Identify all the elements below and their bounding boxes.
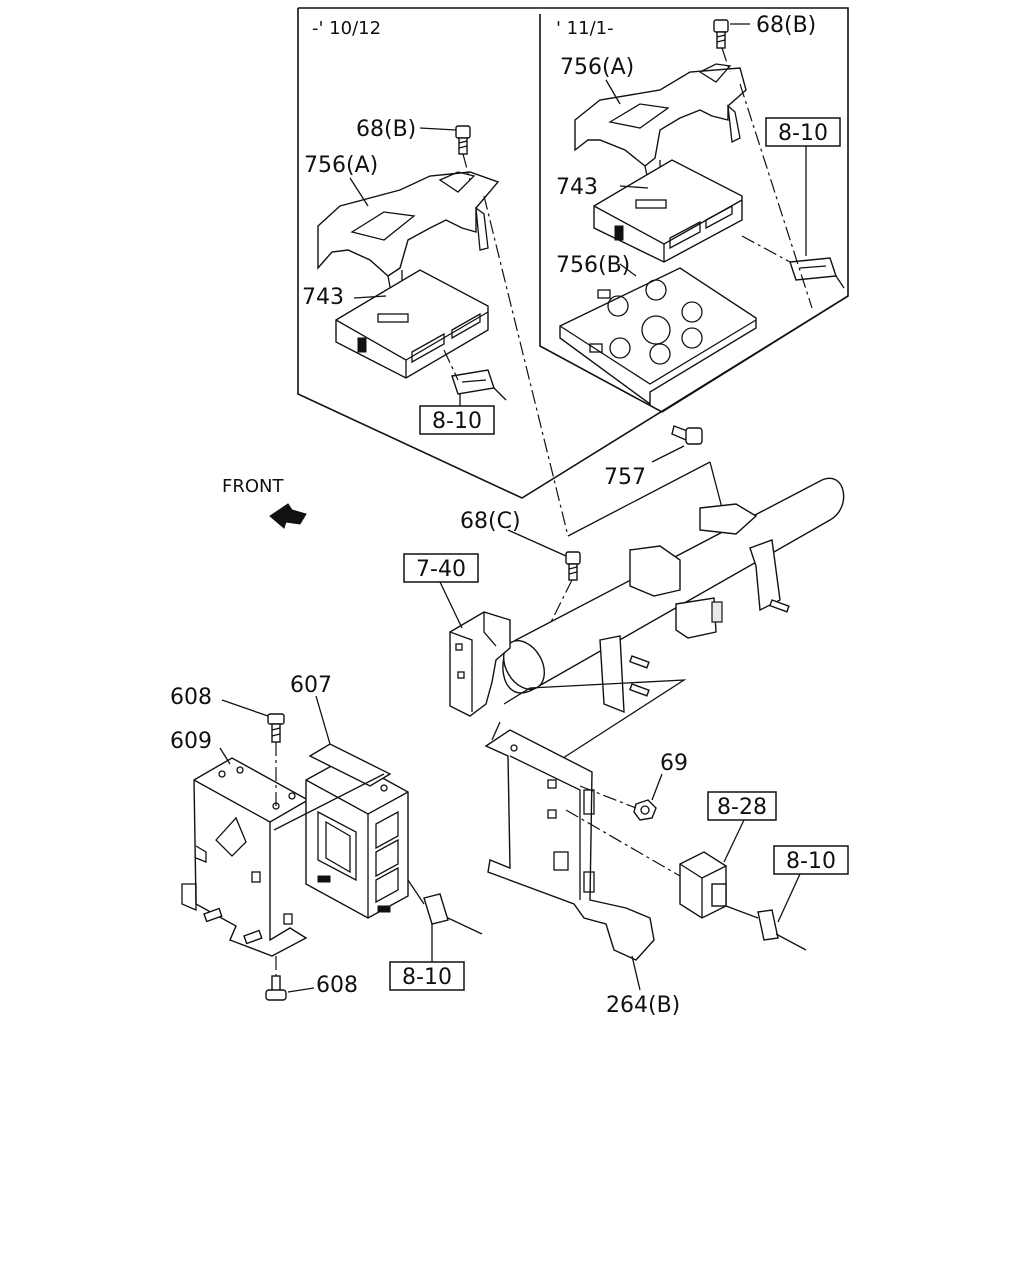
right-inset-assembly	[559, 19, 845, 406]
control-unit-607	[305, 743, 409, 919]
callout-69: 69	[660, 751, 688, 776]
ref-box-8-10-far-right	[773, 845, 849, 875]
inset-left-period: -' 10/12	[312, 18, 381, 39]
front-arrow-icon	[269, 503, 307, 529]
bracket-264b	[484, 721, 655, 961]
callout-743-right: 743	[556, 175, 598, 200]
left-inset-assembly	[317, 125, 507, 406]
inner-inset-frame	[539, 14, 849, 413]
callout-609: 609	[170, 729, 212, 754]
callout-743-left: 743	[302, 285, 344, 310]
connector-607	[407, 879, 483, 935]
callout-608-top: 608	[170, 685, 212, 710]
bracket-756a-left	[317, 171, 500, 277]
bolt-608-bottom	[265, 975, 287, 1001]
inset-right-period: ' 11/1-	[556, 18, 614, 39]
connector-relay	[725, 905, 807, 951]
bracket-609	[181, 757, 310, 957]
bolt-68b-right	[713, 19, 729, 49]
callout-756a-right: 756(A)	[560, 55, 634, 80]
ref-8-28: 8-28	[717, 795, 767, 820]
column-support-7-40	[449, 611, 511, 717]
ref-box-8-10-bottom	[389, 961, 465, 991]
ecu-743-right	[593, 159, 743, 263]
bolt-608-top	[267, 713, 285, 743]
nut-69	[633, 799, 657, 821]
connector-right	[789, 257, 845, 289]
ref-7-40: 7-40	[416, 557, 466, 582]
ref-8-10-left: 8-10	[432, 409, 482, 434]
tray-756b-right	[559, 267, 757, 406]
callout-756a-left: 756(A)	[304, 153, 378, 178]
callout-68c: 68(C)	[460, 509, 521, 534]
callout-757: 757	[604, 465, 646, 490]
bolt-757	[671, 425, 703, 445]
relay-8-28	[679, 851, 727, 919]
ref-8-10-far-right: 8-10	[786, 849, 836, 874]
ref-8-10-right: 8-10	[778, 121, 828, 146]
callout-264b: 264(B)	[606, 993, 680, 1018]
callout-608-bottom: 608	[316, 973, 358, 998]
callout-756b-right: 756(B)	[556, 253, 630, 278]
connector-left	[451, 369, 507, 401]
bolt-68b-left	[455, 125, 471, 155]
callout-607: 607	[290, 673, 332, 698]
ref-box-7-40	[403, 553, 479, 583]
ref-box-8-10-right	[765, 117, 841, 147]
callout-68b-right: 68(B)	[756, 13, 816, 38]
bracket-756a-right	[574, 67, 747, 167]
bolt-68c	[565, 551, 581, 581]
ecu-743-left	[335, 269, 489, 379]
ref-box-8-28	[707, 791, 777, 821]
cross-car-beam	[449, 477, 845, 761]
front-label: FRONT	[222, 476, 284, 497]
ref-box-8-10-left	[419, 405, 495, 435]
callout-68b-left: 68(B)	[356, 117, 416, 142]
ref-8-10-bottom: 8-10	[402, 965, 452, 990]
